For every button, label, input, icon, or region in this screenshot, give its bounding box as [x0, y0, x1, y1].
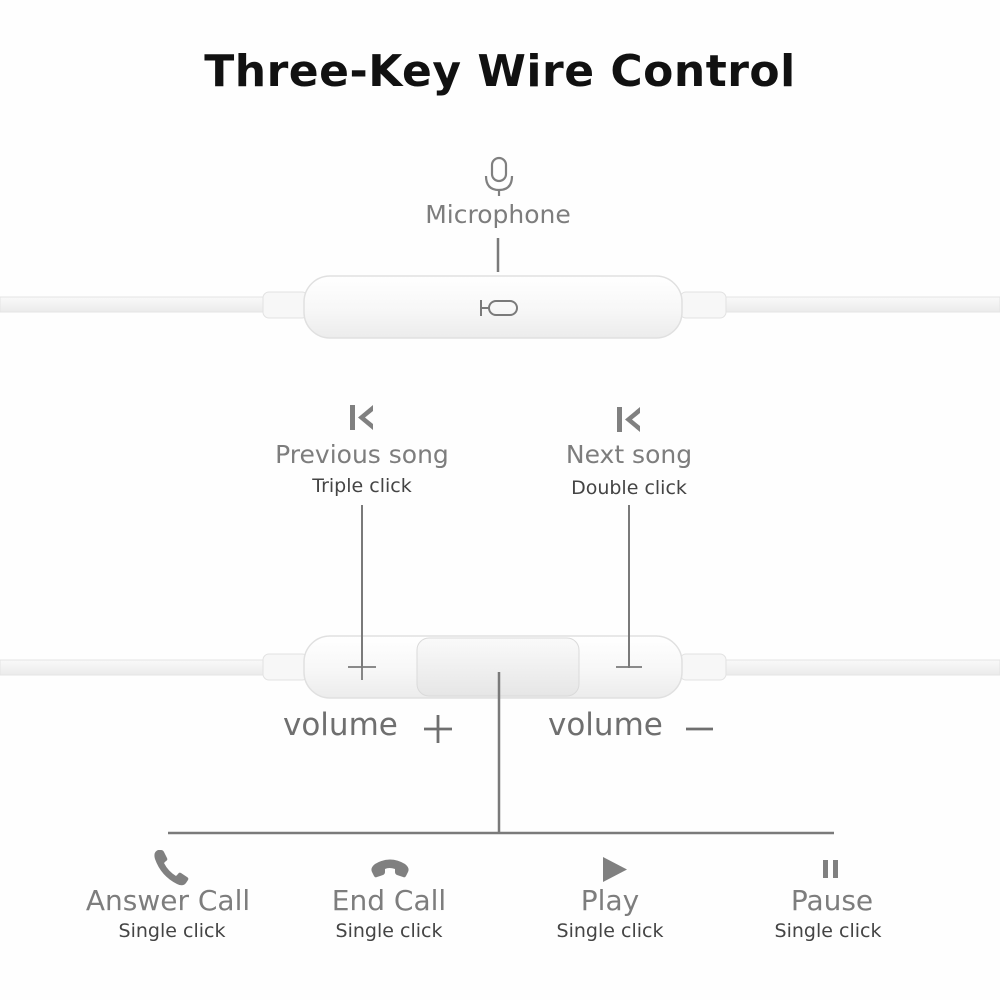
next-song-label: Next song [565, 440, 693, 469]
pause-label: Pause [790, 884, 874, 917]
right-collar-bottom [679, 653, 727, 681]
microphone-remote-body [303, 275, 683, 339]
answer-call-action: Single click [118, 920, 226, 942]
phone-answer-icon [154, 850, 189, 886]
end-call-label: End Call [331, 884, 447, 917]
next-song-action: Double click [571, 477, 687, 499]
previous-song-icon [350, 405, 373, 430]
remote-mic-glyph [480, 300, 518, 316]
end-call-action: Single click [335, 920, 443, 942]
left-cable-bottom [0, 659, 269, 676]
volume-plus-symbol [424, 715, 452, 743]
pause-icon [823, 860, 838, 878]
play-action: Single click [556, 920, 664, 942]
play-label: Play [580, 884, 640, 917]
microphone-remote [0, 238, 1000, 339]
left-collar-top [262, 291, 309, 319]
diagram-title: Three-Key Wire Control [204, 46, 796, 97]
volume-down-label: volume [548, 707, 663, 743]
left-collar-bottom [262, 653, 309, 681]
right-cable-top [719, 296, 1000, 313]
right-cable-bottom [719, 659, 1000, 676]
right-collar-top [679, 291, 727, 319]
left-cable-top [0, 296, 269, 313]
previous-song-label: Previous song [275, 440, 449, 469]
play-icon [603, 857, 627, 882]
volume-up-label: volume [283, 707, 398, 743]
phone-end-icon [371, 859, 409, 878]
previous-song-action: Triple click [312, 475, 412, 497]
microphone-label: Microphone [425, 200, 571, 229]
answer-call-label: Answer Call [85, 884, 251, 917]
pause-action: Single click [774, 920, 882, 942]
volume-remote [0, 635, 1000, 699]
next-song-icon [617, 407, 640, 432]
microphone-icon [484, 156, 514, 196]
